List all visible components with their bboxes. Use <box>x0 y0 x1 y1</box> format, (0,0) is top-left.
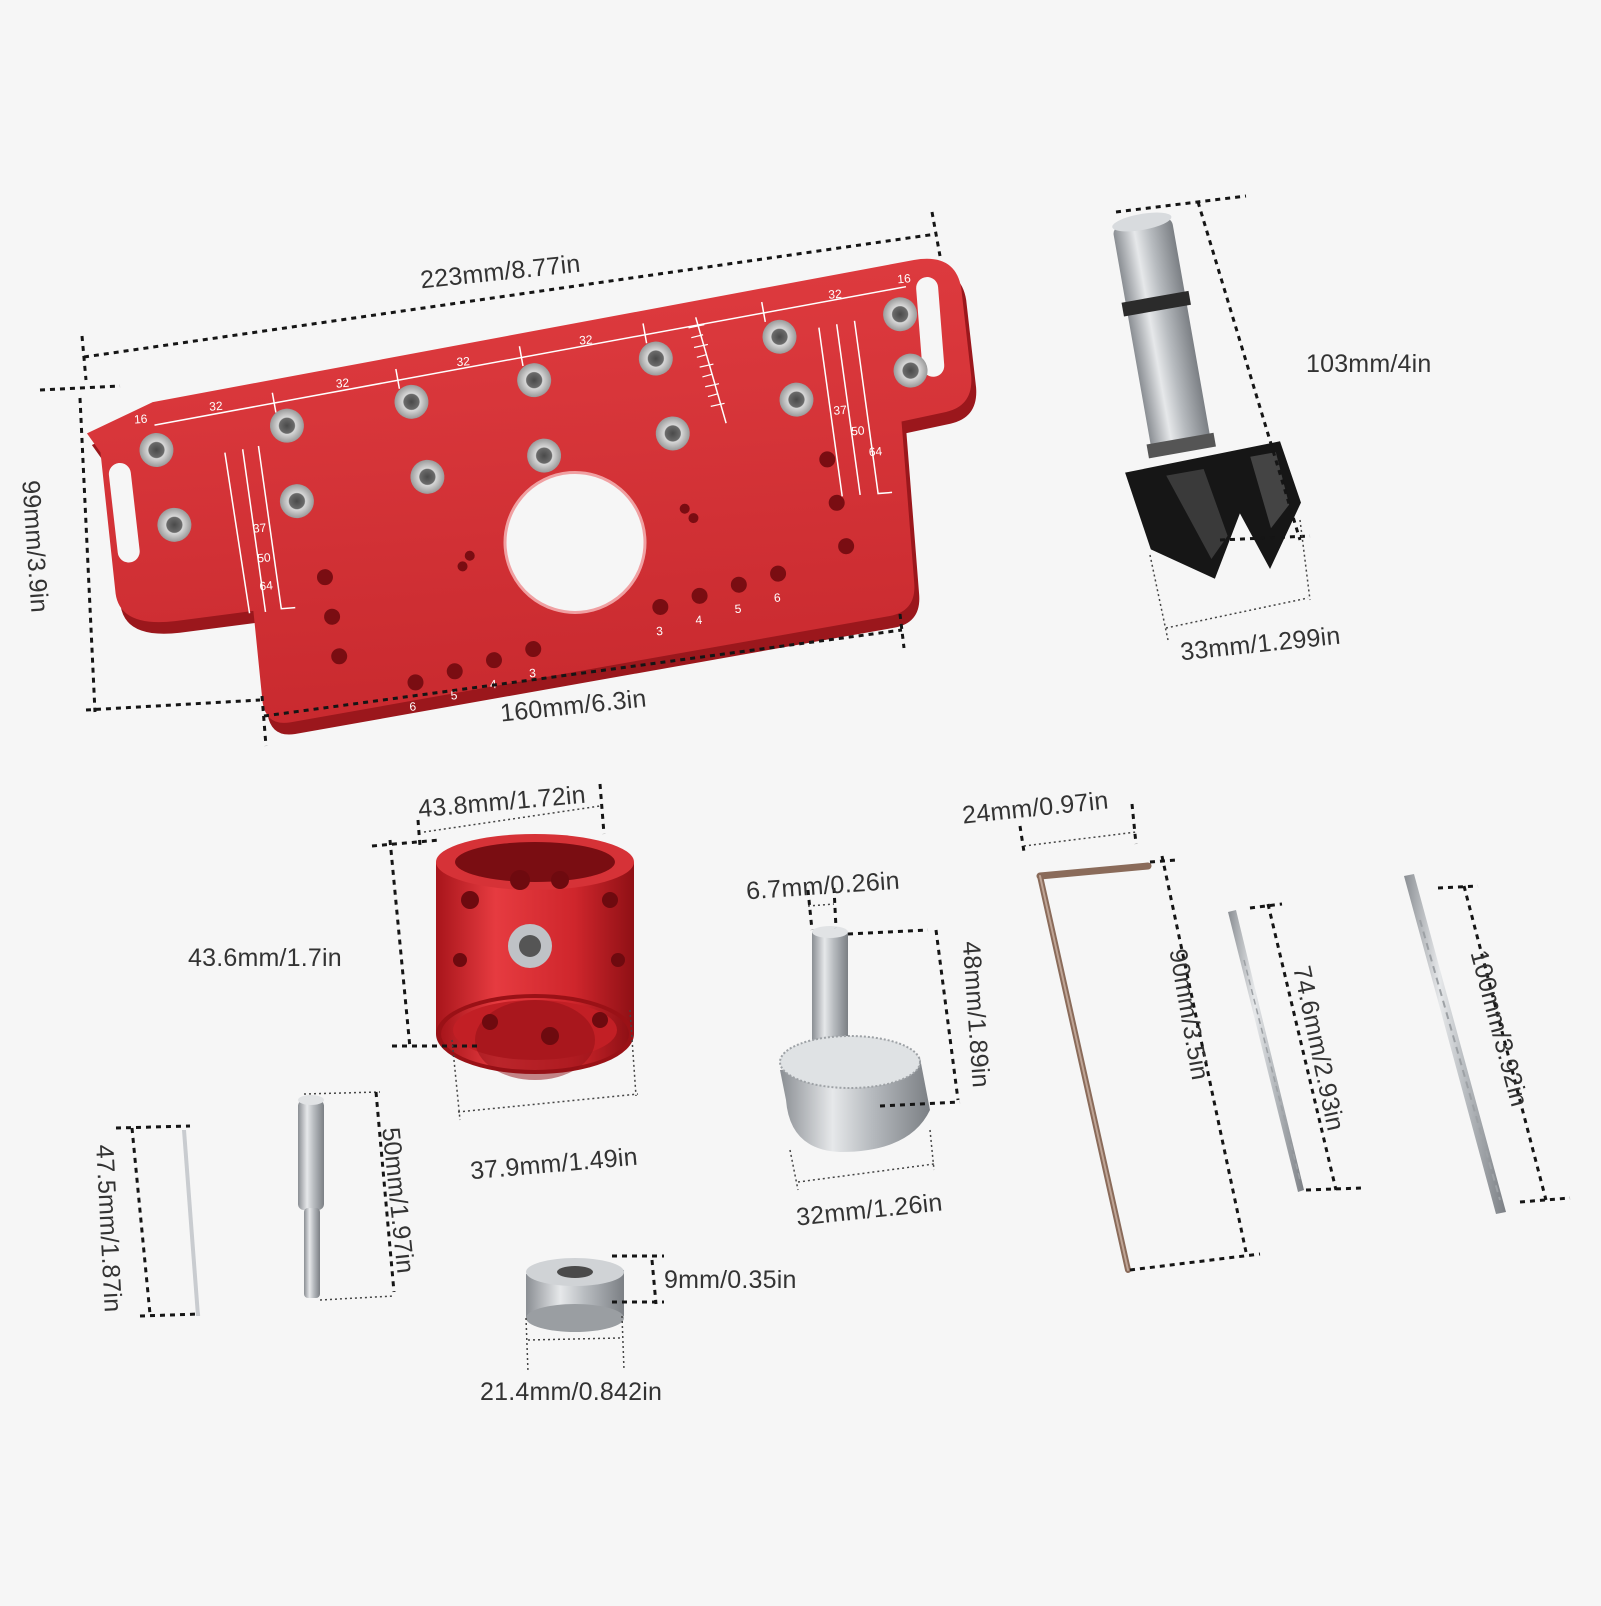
hex-key-dimension-lines <box>1018 803 1261 1272</box>
dowel-pin <box>298 1095 324 1298</box>
plate-side-mark: 37 <box>833 403 848 418</box>
hole-number: 3 <box>656 624 664 639</box>
stop-ring <box>526 1258 624 1332</box>
hole-number: 6 <box>773 590 781 605</box>
drill-bit-large <box>1404 874 1506 1214</box>
plate-mark-16-right: 16 <box>897 271 912 286</box>
plate-side-mark: 50 <box>851 423 866 438</box>
guide-height-label: 43.6mm/1.7in <box>188 944 342 972</box>
hole-number: 4 <box>695 613 703 628</box>
plate-side-mark: 64 <box>868 444 883 459</box>
drill-bit-large-dimension <box>1437 884 1571 1204</box>
thin-rod-dimension <box>115 1124 201 1318</box>
plate-side-mark: 37 <box>252 521 267 536</box>
plate-mark-32: 32 <box>456 354 471 369</box>
collar-diameter-label: 21.4mm/0.842in <box>480 1378 663 1406</box>
drill-bit-small <box>1228 910 1304 1192</box>
hole-number: 5 <box>450 688 458 703</box>
locating-pin <box>779 926 930 1152</box>
stop-ring-dimension <box>525 1254 664 1373</box>
drill-bit-small-dimension <box>1249 902 1363 1192</box>
drill-guide-plate: 16 32 32 32 32 32 16 37 50 64 37 50 64 <box>86 258 977 735</box>
forstner-length-label: 103mm/4in <box>1306 350 1432 378</box>
hole-number: 5 <box>734 602 742 617</box>
plate-dimension-lines <box>39 211 942 747</box>
pin-dimension-lines <box>789 887 961 1191</box>
hex-key <box>1036 862 1152 1273</box>
dowel-dimension <box>303 1091 396 1301</box>
hole-number: 3 <box>529 666 537 681</box>
steel-bushings <box>139 297 928 542</box>
plate-side-mark: 50 <box>257 550 272 565</box>
plate-mark-32: 32 <box>828 287 843 302</box>
hole-number: 6 <box>409 699 417 714</box>
drill-stop-collar-red <box>436 834 634 1080</box>
plate-side-mark: 64 <box>259 578 274 593</box>
thin-rod <box>182 1130 200 1316</box>
collar-height-label: 9mm/0.35in <box>664 1266 797 1294</box>
forstner-bit <box>1112 212 1301 579</box>
plate-mark-32: 32 <box>335 376 350 391</box>
plate-mark-32: 32 <box>579 332 594 347</box>
collar-dimension-lines <box>371 783 639 1121</box>
plate-holes <box>316 451 855 691</box>
plate-mark-16-left: 16 <box>133 412 148 427</box>
plate-mark-32: 32 <box>209 399 224 414</box>
forstner-dimension-lines <box>1115 194 1311 641</box>
